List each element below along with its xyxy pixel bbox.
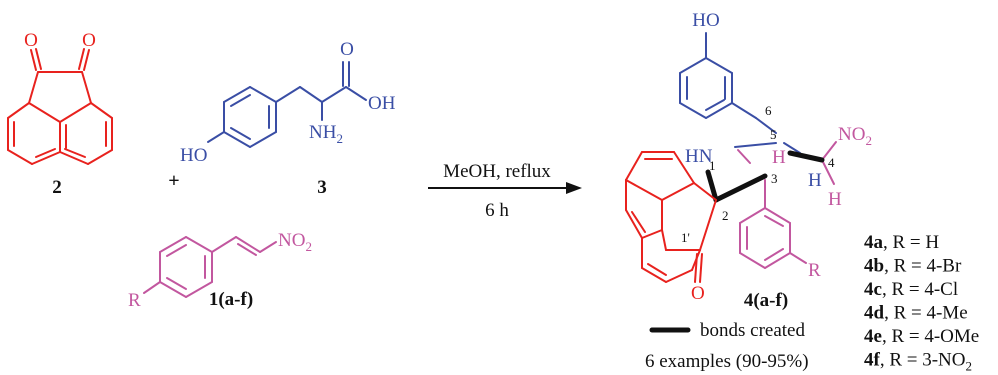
product-acenaphthenone — [625, 151, 717, 283]
tyrosine-carbonyl-o: O — [340, 39, 354, 60]
atom-label-1prime: 1' — [681, 230, 690, 245]
compound-1-label: 1(a-f) — [209, 289, 253, 310]
product-h-c3: H — [772, 147, 786, 168]
acenaphthenequinone-structure — [7, 48, 113, 165]
product-carbonyl-o: O — [691, 283, 705, 304]
condition-time: 6 h — [485, 200, 509, 221]
product-ho: HO — [692, 10, 719, 31]
condition-solvent: MeOH, reflux — [443, 161, 551, 182]
variant-4d: 4d, R = 4-Me — [864, 303, 968, 324]
variant-4e: 4e, R = 4-OMe — [864, 326, 979, 347]
atom-label-2: 2 — [722, 208, 729, 223]
product-no2: NO2 — [838, 124, 872, 148]
compound-3-label: 3 — [317, 177, 327, 198]
c2-oxygen-right: O — [82, 30, 96, 51]
product-r-group: R — [808, 260, 821, 281]
nitrostyrene-r-group: R — [128, 290, 141, 311]
plus-sign: + — [168, 170, 179, 192]
variant-4c: 4c, R = 4-Cl — [864, 279, 958, 300]
atom-label-4: 4 — [828, 155, 835, 170]
product-hn: HN — [685, 146, 713, 167]
compound-2-label: 2 — [52, 177, 62, 198]
product-h-c4: H — [828, 189, 842, 210]
product-h-c5: H — [808, 170, 822, 191]
tyrosine-nh2: NH2 — [309, 122, 343, 146]
variant-4f: 4f, R = 3-NO2 — [864, 350, 972, 374]
product-phenol-ring — [679, 32, 801, 154]
bonds-created-lines — [705, 150, 825, 203]
atom-label-6: 6 — [765, 103, 772, 118]
nitrostyrene-no2: NO2 — [278, 230, 312, 254]
variant-4b: 4b, R = 4-Br — [864, 256, 962, 277]
legend-bonds-created: bonds created — [700, 320, 805, 341]
product-aryl-nitro — [737, 141, 837, 269]
examples-summary: 6 examples (90-95%) — [645, 351, 809, 372]
tyrosine-structure — [207, 61, 367, 148]
variant-4a: 4a, R = H — [864, 232, 939, 253]
atom-label-5: 5 — [770, 127, 777, 142]
tyrosine-oh: OH — [368, 93, 396, 114]
reaction-arrow — [428, 182, 582, 194]
c2-oxygen-left: O — [24, 30, 38, 51]
atom-label-1: 1 — [709, 158, 716, 173]
nitrostyrene-structure — [143, 236, 277, 298]
atom-label-3: 3 — [771, 171, 778, 186]
product-label: 4(a-f) — [744, 290, 788, 311]
tyrosine-ho: HO — [180, 145, 207, 166]
